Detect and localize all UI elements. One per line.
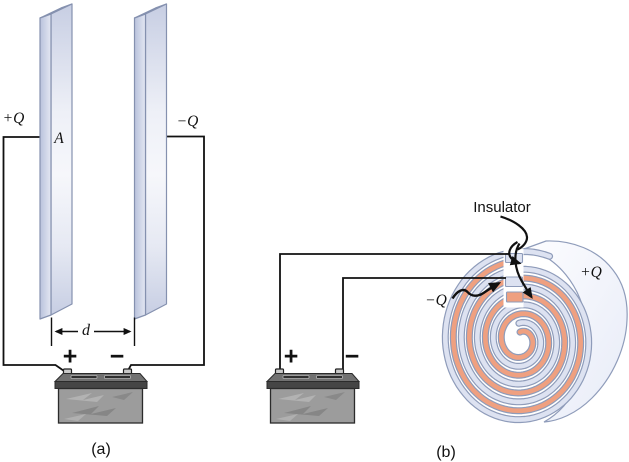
battery-b-negative-sign: − (345, 343, 360, 371)
panel-a-caption: (a) (91, 441, 111, 458)
battery-a (54, 368, 148, 424)
insulator-arrow-stem (500, 215, 529, 251)
minus-q-arrow (451, 282, 502, 300)
label-plus-q-b: +Q (580, 264, 602, 281)
insulator-arrow-1 (508, 241, 522, 266)
battery-b (266, 368, 360, 424)
plate-right (133, 3, 168, 320)
insulator-arrow-2 (514, 242, 533, 299)
label-minus-q-b: −Q (425, 292, 447, 309)
tab-conductor-negative (505, 291, 524, 303)
battery-a-negative-sign: − (110, 343, 125, 371)
label-separation-d: d (82, 322, 91, 339)
wire-b-negative (342, 277, 506, 371)
wire-b-positive (279, 253, 509, 372)
label-minus-q-a: −Q (177, 113, 199, 130)
label-insulator: Insulator (473, 199, 531, 216)
label-plate-area: A (53, 130, 64, 147)
panel-b: Insulator +Q −Q + − (b) (266, 199, 628, 461)
panel-a: +Q −Q A d + − (a) (2, 3, 205, 458)
battery-b-positive-sign: + (284, 343, 299, 371)
insulator-pointer (500, 215, 533, 299)
plate-left (39, 3, 73, 320)
separation-dimension (50, 317, 136, 346)
label-plus-q-a: +Q (3, 110, 25, 127)
wire-a-right (126, 135, 205, 372)
panel-b-caption: (b) (436, 444, 456, 461)
wire-a-left (2, 136, 67, 373)
battery-a-positive-sign: + (63, 343, 78, 371)
